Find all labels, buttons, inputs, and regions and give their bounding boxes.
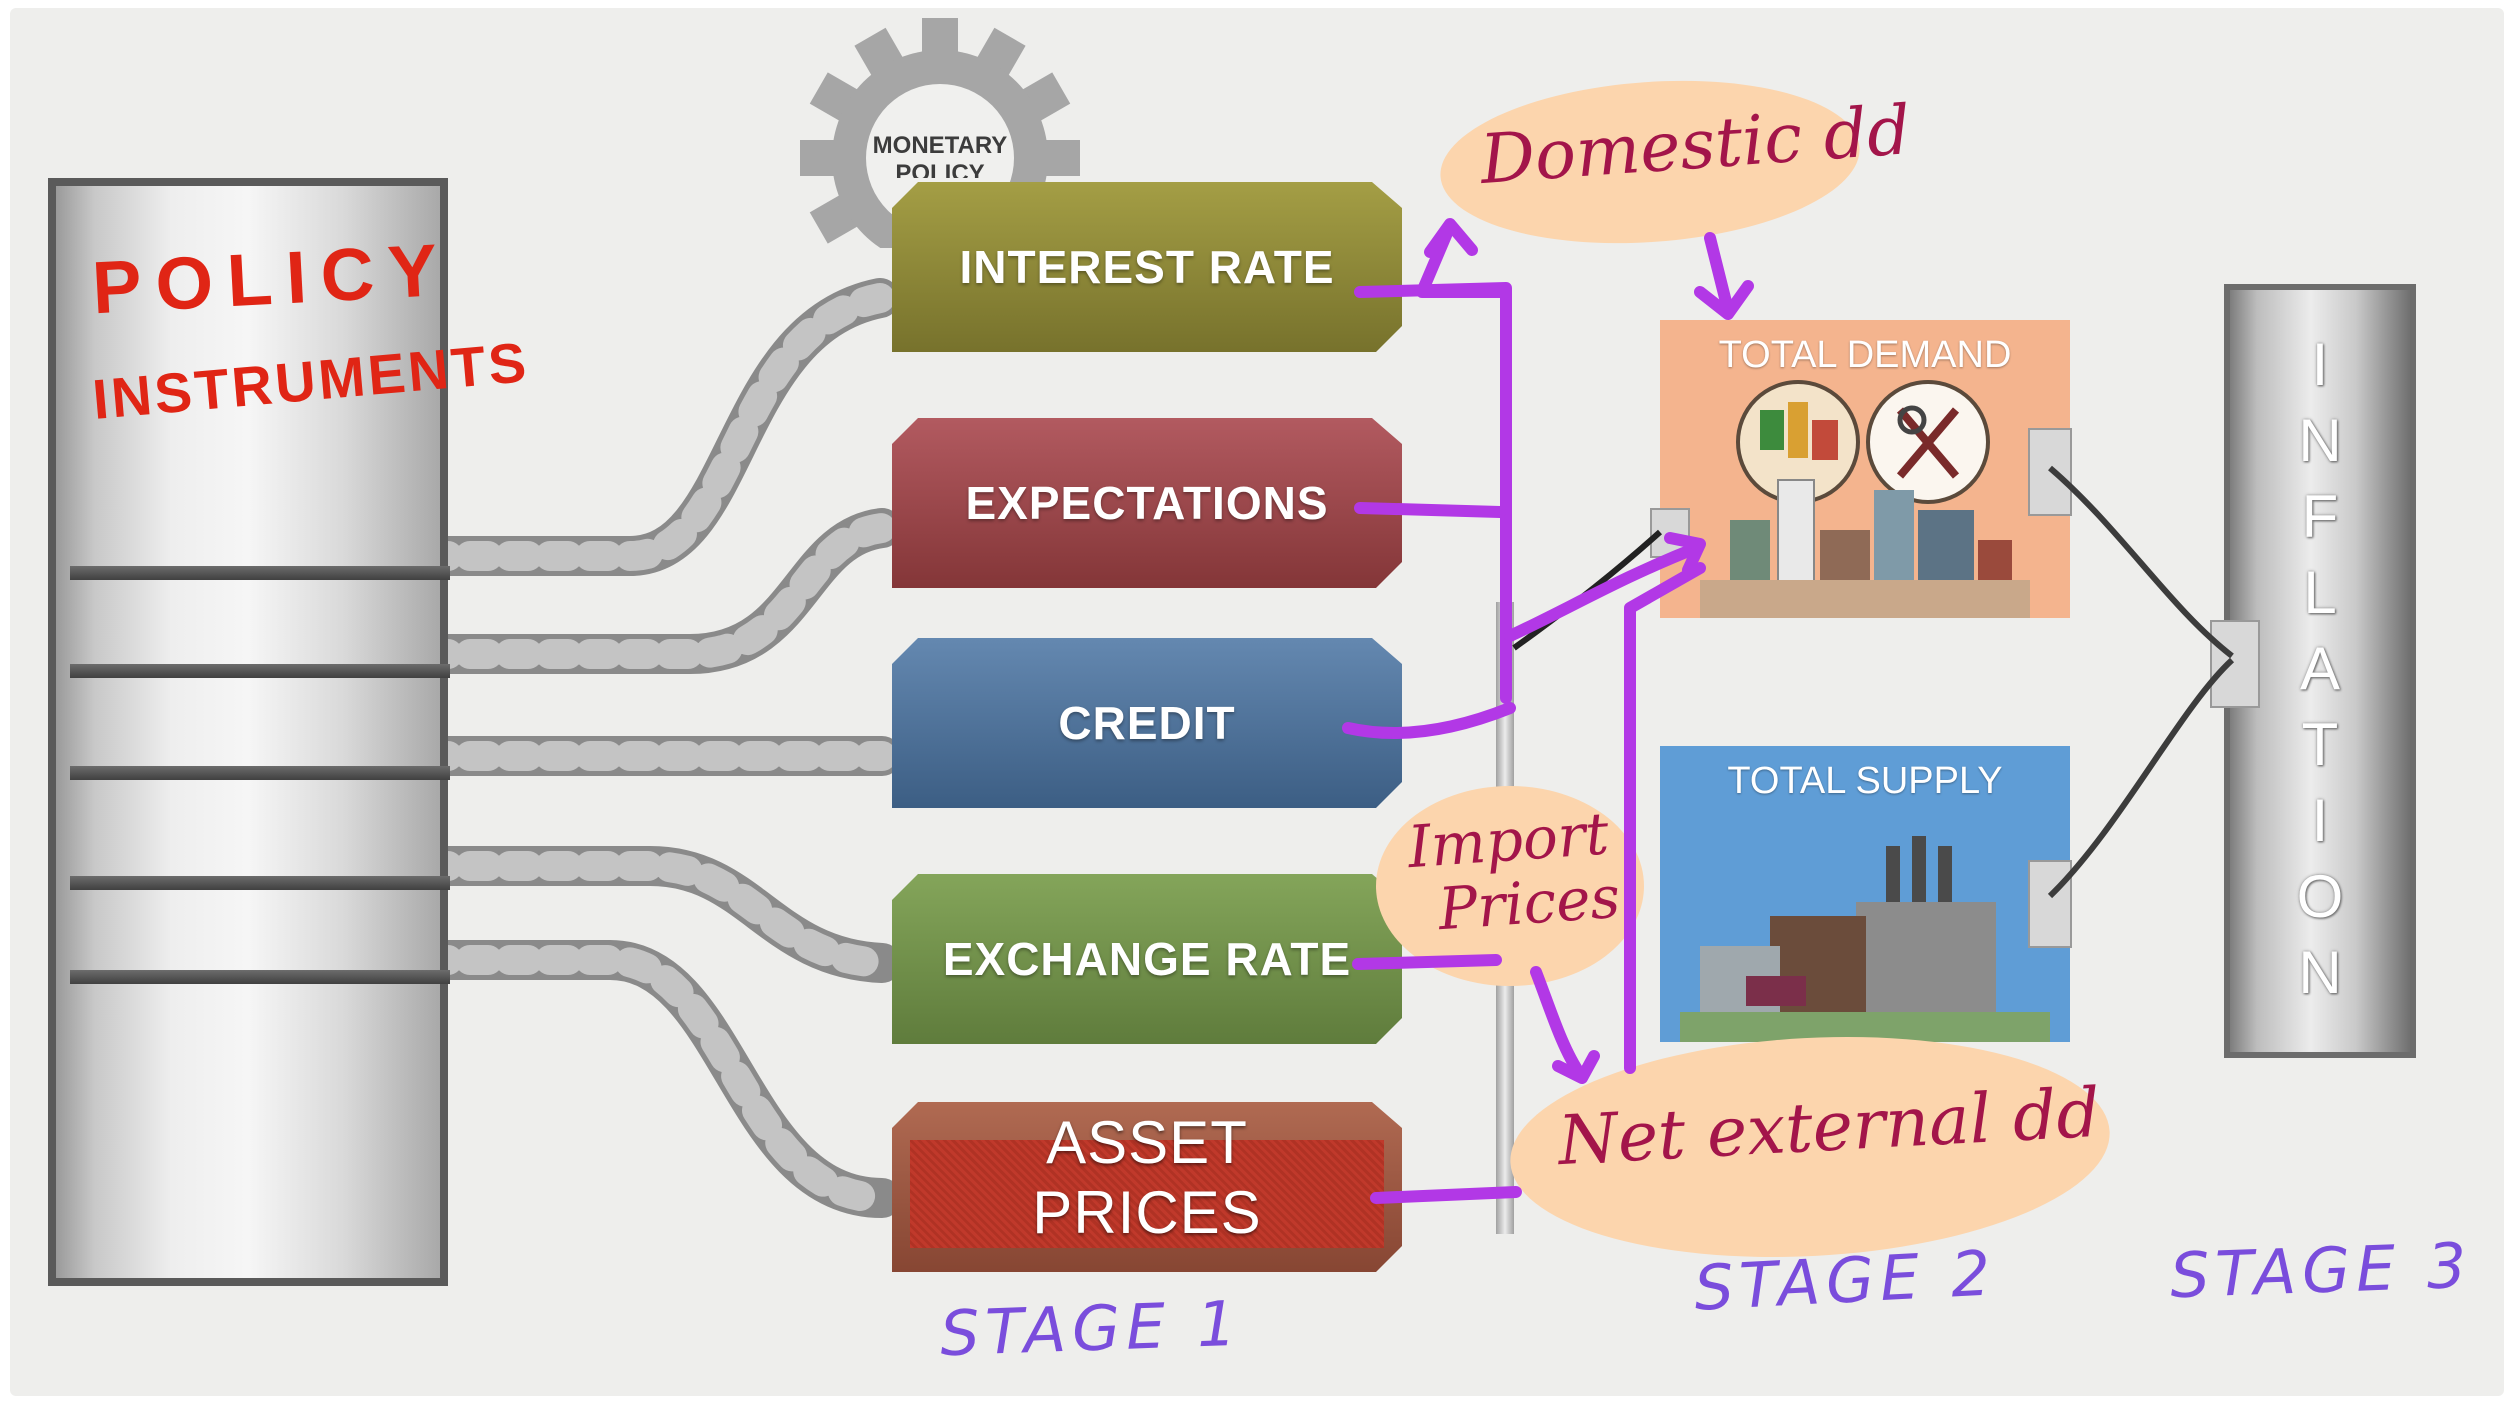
inflation-letter: A <box>2299 635 2341 702</box>
inflation-letter: F <box>2301 483 2339 550</box>
gear-label: MONETARY POLICY <box>870 132 1010 178</box>
credit-box: CREDIT <box>892 638 1402 808</box>
asset-prices-line1: ASSET <box>1046 1109 1248 1176</box>
expectations-box: EXPECTATIONS <box>892 418 1402 588</box>
total-demand-panel: TOTAL DEMAND <box>1660 320 2070 618</box>
inflation-letter: N <box>2298 407 2342 474</box>
demand-connector <box>2028 428 2072 516</box>
diagram-canvas: MONETARY POLICY POLICY INSTRUMENTS INTER… <box>10 8 2504 1396</box>
supply-connector <box>2028 860 2072 948</box>
city-skyline-icon <box>1700 380 2030 618</box>
expectations-label: EXPECTATIONS <box>965 477 1329 529</box>
total-supply-title: TOTAL SUPPLY <box>1727 760 2003 802</box>
inflation-letter: T <box>2301 711 2339 778</box>
inflation-letter: I <box>2311 331 2329 398</box>
import-prices-annotation: Import Prices <box>1406 799 1623 944</box>
chain-links <box>370 278 902 1218</box>
rack-shelf <box>70 970 450 984</box>
exchange-rate-label: EXCHANGE RATE <box>942 933 1352 985</box>
annotation-arrows <box>1342 218 1754 1204</box>
rack-shelf <box>70 766 450 780</box>
credit-label: CREDIT <box>1058 697 1236 749</box>
rack-shelf <box>70 664 450 678</box>
rack-shelf <box>70 876 450 890</box>
stage-3-label: STAGE 3 <box>2168 1228 2474 1313</box>
stage-1-label: STAGE 1 <box>938 1286 1244 1371</box>
asset-prices-panel <box>910 1140 1384 1248</box>
asset-prices-box: ASSET PRICES <box>892 1102 1402 1272</box>
interest-rate-label: INTEREST RATE <box>959 241 1335 293</box>
inflation-letter: I <box>2311 787 2329 854</box>
exchange-rate-box: EXCHANGE RATE <box>892 874 1402 1044</box>
gear-label-line1: MONETARY <box>872 132 1008 159</box>
gear-label-line2: POLICY <box>895 160 985 178</box>
inflation-letter: N <box>2298 939 2342 1006</box>
inflation-letter: O <box>2296 863 2344 930</box>
import-prices-line2: Prices <box>1436 862 1623 944</box>
total-supply-panel: TOTAL SUPPLY <box>1660 746 2070 1042</box>
asset-prices-label: ASSET PRICES <box>892 1108 1402 1248</box>
asset-prices-line2: PRICES <box>1032 1179 1262 1246</box>
interest-rate-box: INTEREST RATE <box>892 182 1402 352</box>
rack-shelf <box>70 566 450 580</box>
import-prices-highlight <box>1376 786 1644 986</box>
inflation-connector <box>2210 620 2260 708</box>
total-demand-title: TOTAL DEMAND <box>1718 334 2012 376</box>
inflation-letter: L <box>2303 559 2337 626</box>
policy-instruments-rack <box>48 178 448 1286</box>
